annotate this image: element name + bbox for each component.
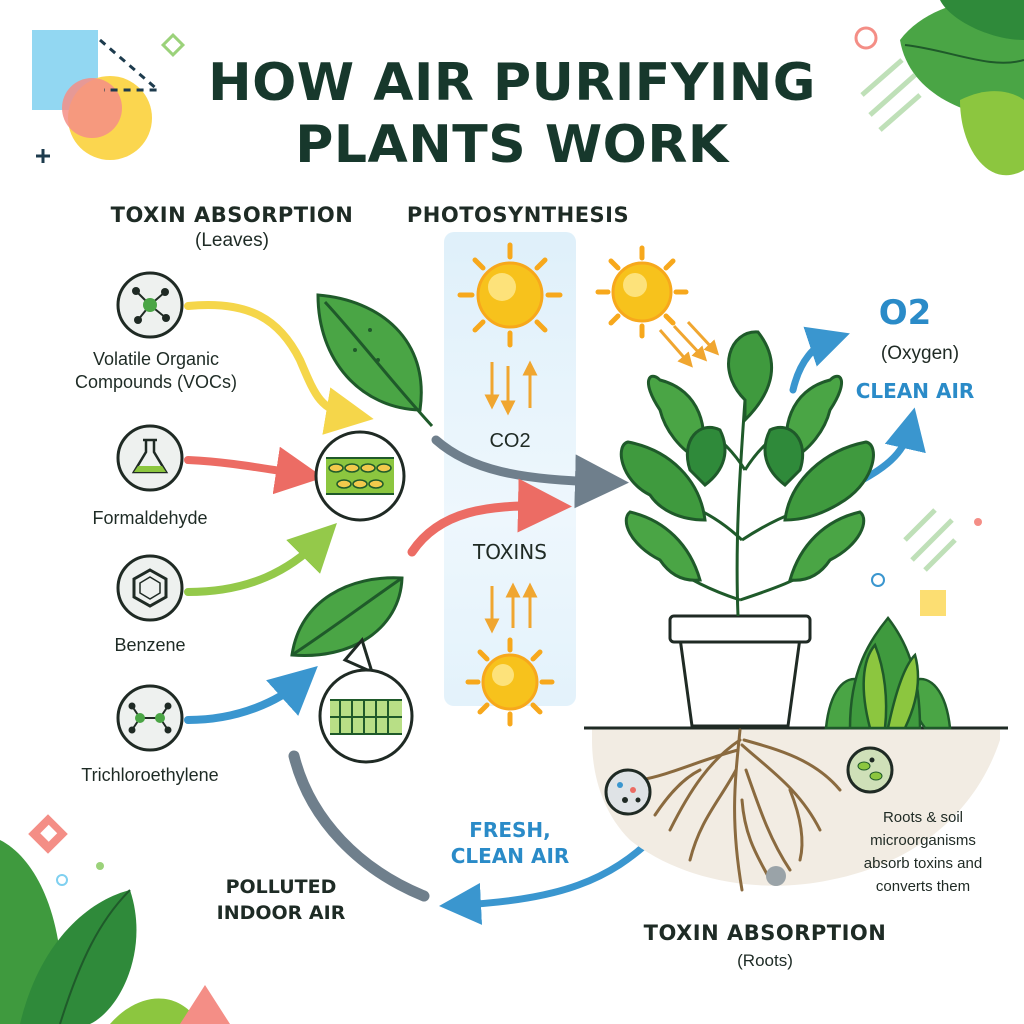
arrow-polluted-air: [288, 750, 430, 902]
leaves-section-subheading: (Leaves): [195, 230, 269, 251]
sun-icon-plant: [595, 245, 689, 339]
roots-note-line-1: Roots & soil: [882, 809, 964, 826]
fresh-air-line-2: CLEAN AIR: [450, 844, 570, 868]
clean-air-label: CLEAN AIR: [855, 379, 975, 403]
title-line-1: HOW AIR PURIFYING: [208, 53, 816, 113]
co2-label: CO2: [489, 430, 531, 452]
photosynthesis-heading: PHOTOSYNTHESIS: [406, 203, 630, 227]
toxin-label-benzene: Benzene: [114, 635, 186, 655]
leaves-section-heading: TOXIN ABSORPTION: [110, 203, 354, 227]
toxin-label-formaldehyde: Formaldehyde: [92, 508, 208, 528]
cell-magnifier-bottom: [318, 636, 414, 764]
polluted-air-line-2: INDOOR AIR: [216, 902, 346, 924]
voc-molecule-icon: [116, 271, 184, 339]
decor-bottom-left: [0, 814, 230, 1024]
benzene-ring-icon: [116, 554, 184, 622]
toxins-label: TOXINS: [473, 540, 547, 564]
soil-and-roots: [584, 726, 1008, 892]
small-plant: [824, 615, 952, 730]
oxygen-label: (Oxygen): [880, 343, 960, 364]
roots-note-line-2: microorganisms: [870, 832, 976, 849]
leaf-upper-icon: [316, 293, 434, 428]
arrow-clean-air: [858, 407, 926, 484]
trichloroethylene-molecule-icon: [116, 684, 184, 752]
arrow-co2-to-plant: [431, 435, 629, 509]
arrow-toxins: [407, 478, 572, 557]
toxin-arrows: [184, 301, 374, 724]
roots-note-line-4: converts them: [875, 878, 971, 895]
plant-pot: [668, 614, 812, 728]
fresh-air-line-1: FRESH,: [469, 818, 551, 842]
orange-up-down-arrows: [484, 320, 720, 634]
toxin-icons: [116, 271, 184, 752]
title-line-2: PLANTS WORK: [295, 115, 729, 175]
arrow-o2-up: [789, 326, 850, 394]
decor-top-left: [32, 30, 186, 163]
microorganism-icon-right: [846, 746, 894, 794]
toxin-label-voc-1: Volatile Organic: [92, 349, 220, 369]
decor-right: [871, 508, 982, 616]
o2-label: O2: [878, 293, 932, 333]
plant-leaves: [619, 330, 875, 617]
formaldehyde-flask-icon: [116, 424, 184, 492]
flow-arrows: [288, 326, 926, 925]
roots-note-line-3: absorb toxins and: [863, 855, 983, 872]
toxin-label-voc-2: Compounds (VOCs): [74, 372, 238, 392]
leaf-lower-icon: [290, 576, 404, 658]
polluted-air-line-1: POLLUTED: [225, 876, 337, 898]
arrow-fresh-air: [439, 832, 659, 925]
roots-section-subheading: (Roots): [737, 951, 793, 970]
sun-icon-photosynthesis-bottom: [465, 637, 555, 727]
roots-section-heading: TOXIN ABSORPTION: [643, 921, 887, 945]
decor-top-right-leaves: [854, 0, 1024, 176]
cell-magnifier-top: [314, 430, 406, 522]
roots-note: Roots & soil microorganisms absorb toxin…: [828, 806, 1018, 898]
sun-icon-photosynthesis-top: [457, 242, 563, 348]
microorganism-icon-left: [604, 768, 652, 816]
toxin-label-trichloroethylene: Trichloroethylene: [81, 765, 219, 785]
